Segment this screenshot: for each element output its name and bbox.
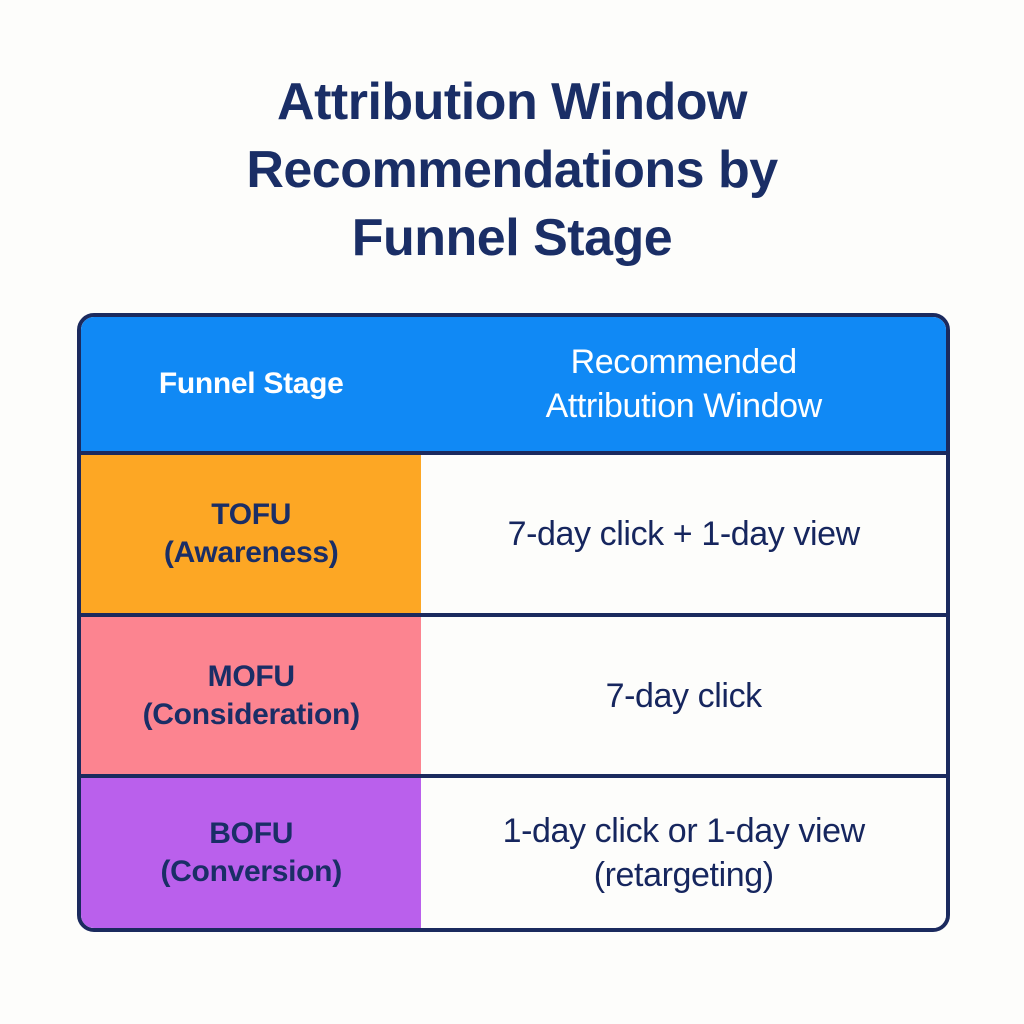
page-title-line-1: Attribution Window	[277, 73, 747, 131]
window-cell-bofu: 1-day click or 1-day view (retargeting)	[421, 776, 946, 928]
window-text-mofu-line1: 7-day click	[605, 676, 763, 715]
column-header-funnel-stage-label: Funnel Stage	[158, 367, 344, 401]
column-header-attribution-window: Recommended Attribution Window	[421, 317, 946, 456]
page-title-line-3: Funnel Stage	[351, 209, 673, 267]
stage-sub-mofu: (Consideration)	[142, 697, 360, 731]
page-title-line-2: Recommendations by	[246, 141, 778, 199]
column-header-attribution-window-line1: Recommended	[570, 343, 798, 382]
table-header-row: Funnel Stage Recommended Attribution Win…	[81, 317, 946, 456]
stage-name-mofu: MOFU	[207, 659, 295, 693]
window-cell-mofu: 7-day click	[421, 614, 946, 779]
column-header-funnel-stage: Funnel Stage	[81, 317, 422, 456]
stage-cell-tofu: TOFU (Awareness)	[81, 453, 422, 617]
table-row: MOFU (Consideration) 7-day click	[81, 614, 946, 779]
window-text-bofu-line1: 1-day click or 1-day view	[502, 812, 866, 851]
table-element: Funnel Stage Recommended Attribution Win…	[81, 317, 946, 928]
stage-sub-bofu: (Conversion)	[160, 855, 342, 889]
window-cell-tofu: 7-day click + 1-day view	[421, 453, 946, 617]
window-text-bofu-line2: (retargeting)	[593, 856, 774, 895]
stage-name-bofu: BOFU	[209, 817, 294, 851]
stage-sub-tofu: (Awareness)	[163, 536, 339, 570]
stage-cell-mofu: MOFU (Consideration)	[81, 614, 422, 779]
stage-name-tofu: TOFU	[211, 498, 292, 532]
window-text-tofu-line1: 7-day click + 1-day view	[507, 515, 861, 554]
page-title: Attribution Window Recommendations by Fu…	[0, 68, 1024, 272]
column-header-attribution-window-line2: Attribution Window	[545, 387, 823, 426]
recommendations-table: Funnel Stage Recommended Attribution Win…	[77, 313, 950, 932]
stage-cell-bofu: BOFU (Conversion)	[81, 776, 422, 928]
table-row: TOFU (Awareness) 7-day click + 1-day vie…	[81, 453, 946, 617]
table-row: BOFU (Conversion) 1-day click or 1-day v…	[81, 776, 946, 928]
